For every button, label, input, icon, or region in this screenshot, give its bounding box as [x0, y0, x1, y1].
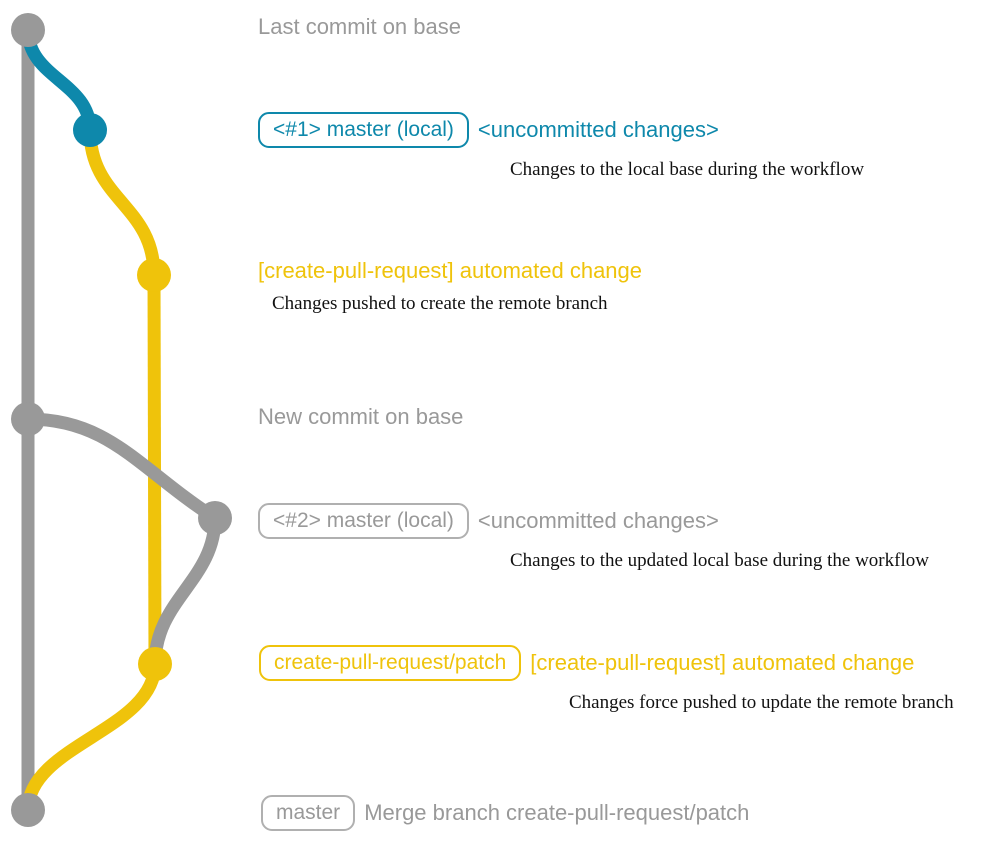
node-last-commit-on-base	[11, 13, 45, 47]
commit-row-local-2: <#2> master (local) <uncommitted changes…	[258, 503, 929, 570]
commit-note: Changes to the updated local base during…	[510, 550, 929, 571]
merge-line	[21, 657, 162, 817]
commit-subject: [create-pull-request] automated change	[530, 650, 915, 675]
commit-subject: Merge branch create-pull-request/patch	[364, 800, 750, 825]
local-branch-1-line	[21, 23, 97, 137]
commit-row-new-commit-on-base: New commit on base	[258, 406, 463, 428]
local-branch-2-line	[21, 412, 222, 525]
commit-headline: [create-pull-request] automated change	[258, 260, 642, 282]
commit-headline: Last commit on base	[258, 16, 461, 38]
branch-badge-master-local-2[interactable]: <#2> master (local)	[258, 503, 469, 539]
commit-note: Changes to the local base during the wor…	[510, 159, 865, 180]
node-remote-commit-2	[138, 647, 172, 681]
commit-row-merge: master Merge branch create-pull-request/…	[261, 795, 749, 831]
commit-headline: New commit on base	[258, 406, 463, 428]
commit-row-remote-2: create-pull-request/patch [create-pull-r…	[259, 645, 954, 712]
commit-note: Changes pushed to create the remote bran…	[272, 293, 608, 314]
branch-badge-create-pull-request-patch[interactable]: create-pull-request/patch	[259, 645, 522, 681]
node-local-commit-1	[73, 113, 107, 147]
remote-branch-line-upper	[83, 123, 161, 282]
commit-subject: [create-pull-request] automated change	[258, 258, 643, 283]
commit-headline: <#2> master (local) <uncommitted changes…	[258, 503, 719, 539]
commit-subject: <uncommitted changes>	[477, 117, 719, 142]
commit-subject: <uncommitted changes>	[477, 508, 719, 533]
node-new-commit-on-base	[11, 402, 45, 436]
node-remote-commit-1	[137, 258, 171, 292]
commit-row-last-commit-on-base: Last commit on base	[258, 16, 461, 38]
branch-badge-master[interactable]: master	[261, 795, 356, 831]
commit-headline: <#1> master (local) <uncommitted changes…	[258, 112, 719, 148]
commit-row-local-1: <#1> master (local) <uncommitted changes…	[258, 112, 864, 179]
node-local-commit-2	[198, 501, 232, 535]
commit-headline: create-pull-request/patch [create-pull-r…	[259, 645, 914, 681]
local-2-to-remote-2-line	[148, 511, 222, 671]
commit-note: Changes force pushed to update the remot…	[569, 692, 954, 713]
node-merge-commit	[11, 793, 45, 827]
commit-row-remote-1: [create-pull-request] automated change C…	[258, 260, 642, 314]
branch-badge-master-local-1[interactable]: <#1> master (local)	[258, 112, 469, 148]
commit-headline: master Merge branch create-pull-request/…	[261, 795, 749, 831]
commit-subject: Last commit on base	[258, 14, 461, 39]
commit-subject: New commit on base	[258, 404, 464, 429]
